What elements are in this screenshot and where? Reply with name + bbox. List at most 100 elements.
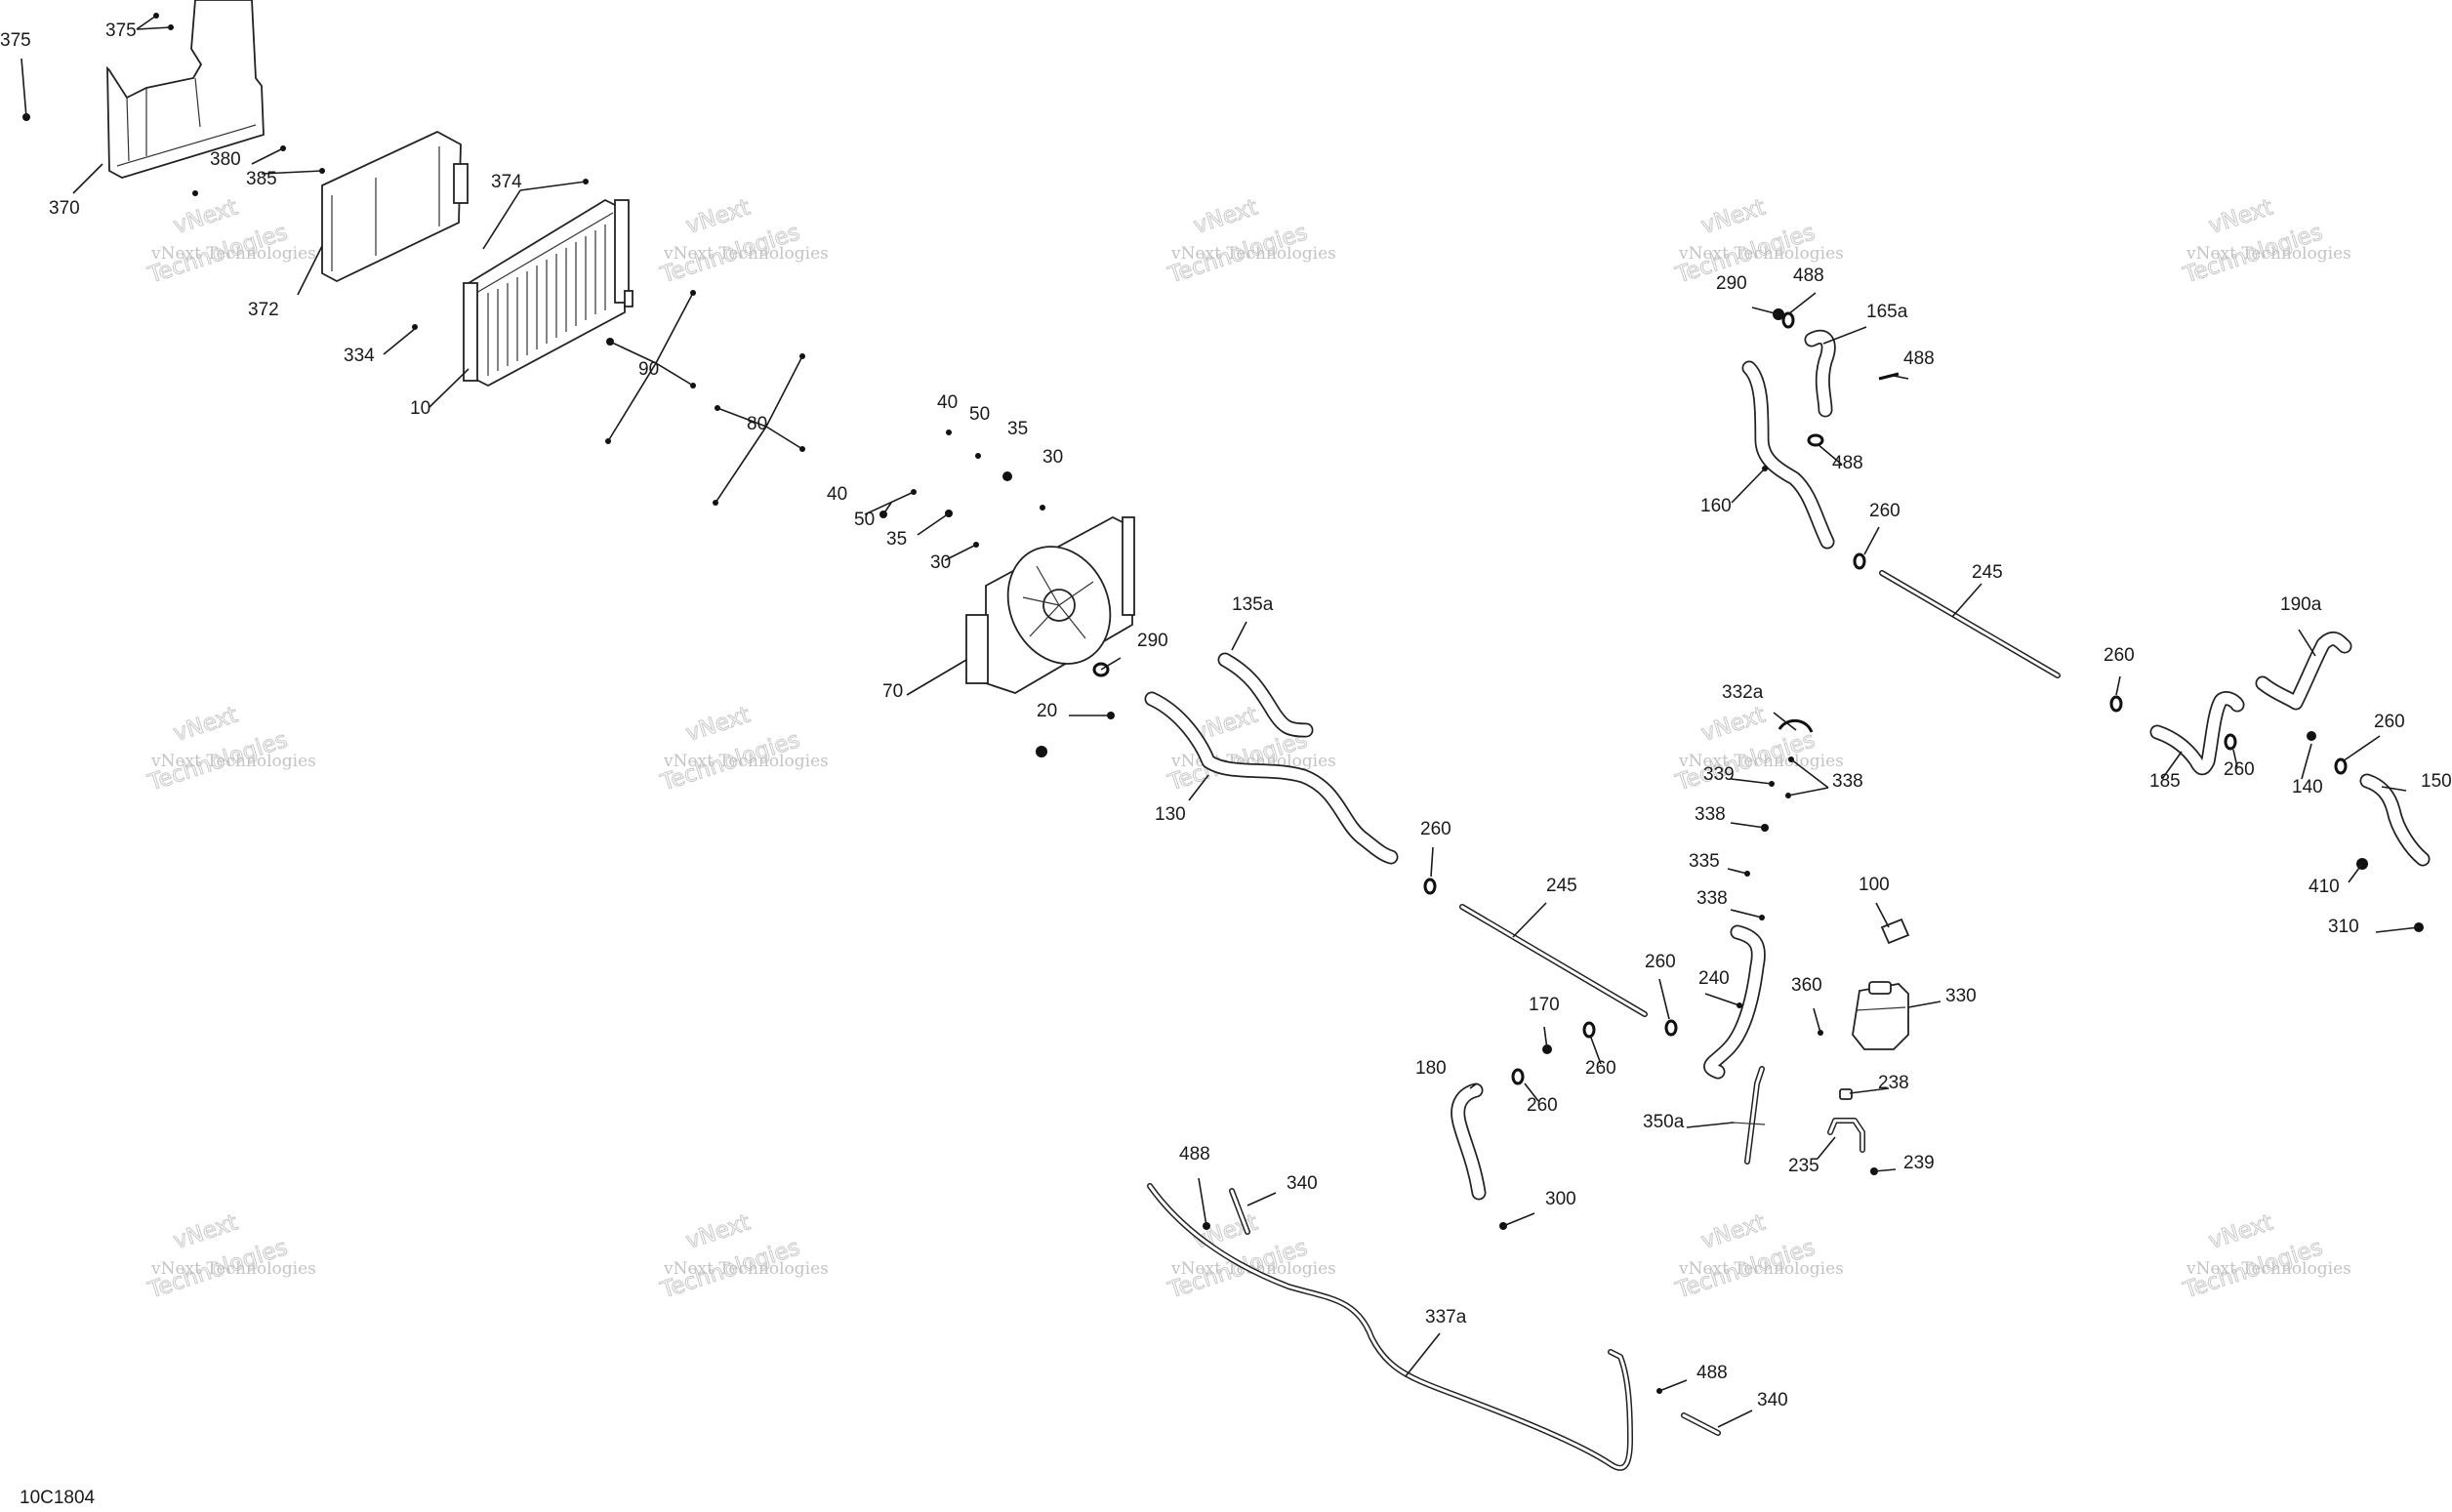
callout-290: 290 <box>1137 631 1168 651</box>
callout-240: 240 <box>1698 968 1730 989</box>
watermark-text: vNext Technologies <box>2186 1259 2351 1279</box>
hose-190a-part <box>2255 631 2352 711</box>
svg-text:vNext: vNext <box>1698 1210 1769 1254</box>
radiator-part <box>463 198 633 388</box>
watermark-text: vNext Technologies <box>150 752 316 771</box>
callout-370: 370 <box>49 198 80 219</box>
svg-text:vNext: vNext <box>683 1210 754 1254</box>
svg-text:vNext: vNext <box>683 195 754 239</box>
pipe-245-upper-part <box>1879 570 2061 678</box>
callout-260: 260 <box>1585 1058 1616 1079</box>
callout-50: 50 <box>854 510 875 530</box>
callout-135a: 135a <box>1232 594 1274 615</box>
callout-339: 339 <box>1703 764 1735 785</box>
callout-40: 40 <box>937 392 958 413</box>
callout-140: 140 <box>2292 777 2323 797</box>
callout-10: 10 <box>410 398 430 419</box>
callout-334: 334 <box>344 346 375 366</box>
callout-70: 70 <box>882 681 903 702</box>
fastener-dot <box>412 324 418 330</box>
callout-35: 35 <box>1007 419 1028 439</box>
watermark-text: vNext Technologies <box>1678 1259 1844 1279</box>
callout-labels: 3753753703803853723743341090804050353040… <box>0 20 2452 1410</box>
callout-260: 260 <box>2374 712 2405 732</box>
callout-100: 100 <box>1859 875 1890 895</box>
callout-30: 30 <box>930 552 951 573</box>
callout-185: 185 <box>2149 771 2181 792</box>
hose-185-part <box>2149 691 2245 776</box>
callout-150: 150 <box>2421 771 2452 792</box>
callout-50: 50 <box>969 404 990 425</box>
watermark-text: vNext Technologies <box>1678 244 1844 264</box>
callout-488: 488 <box>1903 348 1935 369</box>
callout-260: 260 <box>2224 759 2255 780</box>
watermark-text: vNext Technologies <box>663 244 829 264</box>
svg-text:vNext: vNext <box>683 703 754 747</box>
callout-410: 410 <box>2309 877 2340 897</box>
svg-text:vNext: vNext <box>2206 1210 2276 1254</box>
callout-180: 180 <box>1415 1058 1447 1079</box>
callout-238: 238 <box>1878 1073 1909 1093</box>
tube-337a-part <box>1147 1183 1633 1471</box>
callout-130: 130 <box>1155 804 1186 825</box>
callout-239: 239 <box>1903 1153 1935 1173</box>
callout-380: 380 <box>210 149 241 170</box>
watermark-text: vNext Technologies <box>663 752 829 771</box>
fastener-dot <box>1036 746 1047 757</box>
callout-165a: 165a <box>1866 302 1908 322</box>
callout-385: 385 <box>246 169 277 189</box>
callout-260: 260 <box>1527 1095 1558 1116</box>
fastener-dot <box>1002 471 1012 481</box>
hose-160-part <box>1741 360 1835 550</box>
fan-assembly-part <box>965 515 1135 694</box>
callout-338: 338 <box>1695 804 1726 825</box>
callout-190a: 190a <box>2280 594 2322 615</box>
callout-372: 372 <box>248 300 279 320</box>
callout-300: 300 <box>1545 1189 1576 1209</box>
fastener-dot <box>946 429 952 435</box>
coolant-reservoir-part <box>1852 981 1909 1050</box>
fitting-235-part <box>1827 1088 1865 1153</box>
hose-135a-part <box>1217 652 1314 738</box>
svg-text:vNext: vNext <box>171 195 241 239</box>
leader-lines <box>20 15 2420 1428</box>
callout-35: 35 <box>886 529 907 550</box>
bracket-350a-part <box>1732 1066 1766 1165</box>
hose-130-part <box>1144 691 1399 865</box>
callout-260: 260 <box>1869 501 1900 521</box>
svg-text:vNext: vNext <box>1191 195 1261 239</box>
callout-332a: 332a <box>1722 682 1764 703</box>
callout-375: 375 <box>105 20 137 41</box>
hose-180-part <box>1451 1083 1487 1201</box>
fastener-dot <box>1040 505 1045 511</box>
callout-260: 260 <box>1420 819 1451 839</box>
callout-80: 80 <box>747 414 767 434</box>
hose-150-part <box>2359 773 2431 867</box>
callout-290: 290 <box>1716 273 1747 294</box>
callout-260: 260 <box>1645 952 1676 972</box>
splash-shield-part <box>106 0 265 179</box>
callout-488: 488 <box>1832 453 1863 473</box>
watermark-text: vNext Technologies <box>150 244 316 264</box>
deflector-panel-part <box>321 130 469 283</box>
callout-260: 260 <box>2104 645 2135 666</box>
callout-374: 374 <box>491 172 522 192</box>
svg-text:vNext: vNext <box>1698 703 1769 747</box>
callout-488: 488 <box>1179 1144 1210 1165</box>
callout-338: 338 <box>1832 771 1863 792</box>
callout-335: 335 <box>1689 851 1720 872</box>
svg-text:vNext: vNext <box>1698 195 1769 239</box>
callout-245: 245 <box>1972 562 2003 583</box>
callout-330: 330 <box>1945 986 1977 1006</box>
callout-360: 360 <box>1791 975 1822 996</box>
pipe-245-lower-part <box>1459 904 1648 1017</box>
svg-text:vNext: vNext <box>2206 195 2276 239</box>
